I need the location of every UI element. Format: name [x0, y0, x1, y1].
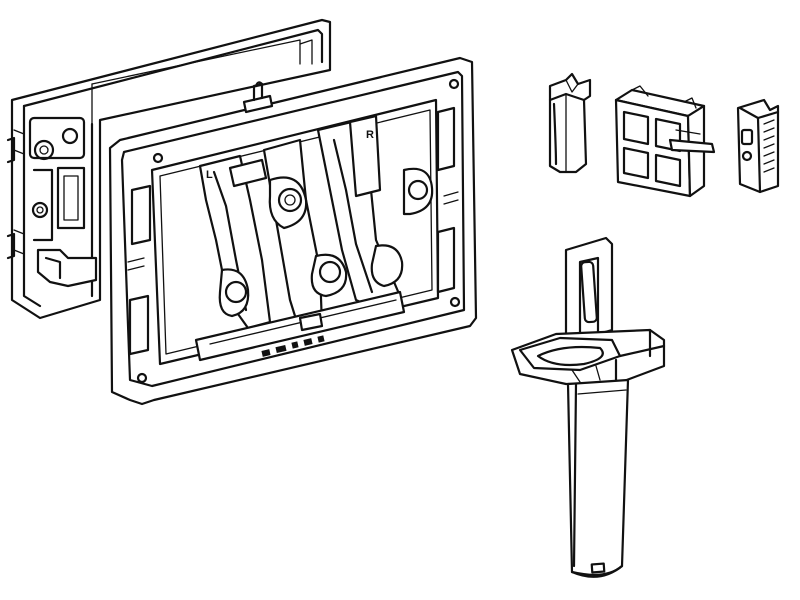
front-actuator-frame: L R — [108, 56, 478, 406]
rear-mounting-frame — [6, 18, 332, 320]
right-label: R — [366, 129, 374, 141]
grid-block-part — [614, 85, 716, 198]
plug-part — [548, 72, 592, 174]
left-label: L — [206, 169, 213, 181]
tube-guide-part — [510, 236, 666, 578]
clip-part — [736, 98, 780, 194]
